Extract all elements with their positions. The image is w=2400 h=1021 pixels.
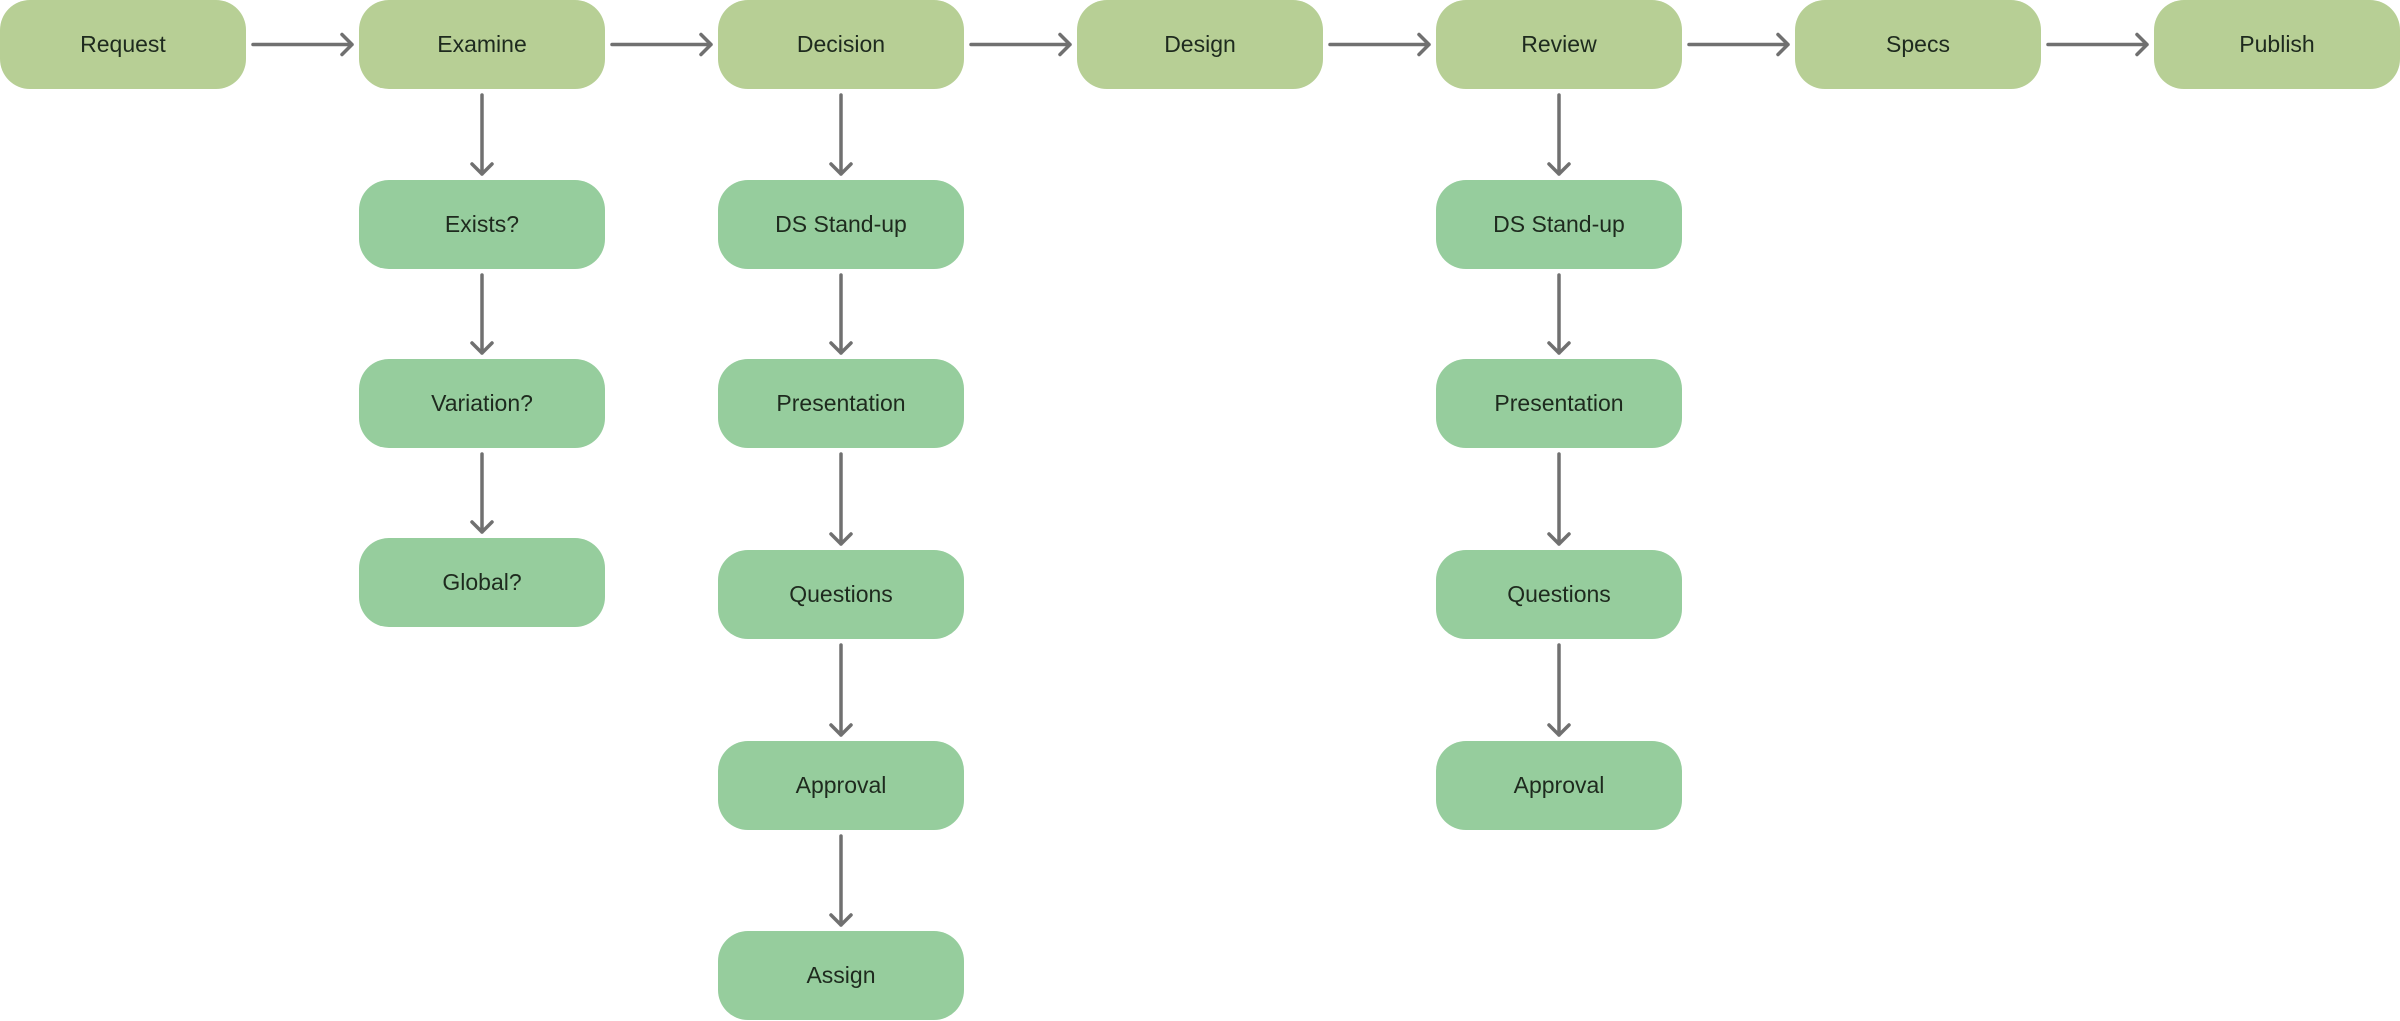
node-review-ds-standup[interactable]: DS Stand-up — [1436, 180, 1682, 269]
node-decision-approval[interactable]: Approval — [718, 741, 964, 830]
arrow-design-to-review — [1328, 32, 1431, 57]
node-review-questions[interactable]: Questions — [1436, 550, 1682, 639]
arrow-d_approval-to-d_assign — [829, 834, 853, 927]
arrow-examine-to-decision — [610, 32, 713, 57]
arrow-r_present-to-r_questions — [1547, 452, 1571, 546]
node-design[interactable]: Design — [1077, 0, 1323, 89]
node-specs[interactable]: Specs — [1795, 0, 2041, 89]
node-decision-presentation[interactable]: Presentation — [718, 359, 964, 448]
node-variation[interactable]: Variation? — [359, 359, 605, 448]
arrow-r_standup-to-r_present — [1547, 273, 1571, 355]
node-decision-questions[interactable]: Questions — [718, 550, 964, 639]
arrow-request-to-examine — [251, 32, 354, 57]
node-review[interactable]: Review — [1436, 0, 1682, 89]
arrow-d_present-to-d_questions — [829, 452, 853, 546]
node-review-approval[interactable]: Approval — [1436, 741, 1682, 830]
node-publish[interactable]: Publish — [2154, 0, 2400, 89]
arrow-exists-to-variation — [470, 273, 494, 355]
arrow-examine-to-exists — [470, 93, 494, 176]
node-decision-ds-standup[interactable]: DS Stand-up — [718, 180, 964, 269]
arrow-review-to-specs — [1687, 32, 1790, 57]
arrow-specs-to-publish — [2046, 32, 2149, 57]
node-review-presentation[interactable]: Presentation — [1436, 359, 1682, 448]
node-request[interactable]: Request — [0, 0, 246, 89]
arrow-d_standup-to-d_present — [829, 273, 853, 355]
node-examine[interactable]: Examine — [359, 0, 605, 89]
node-global[interactable]: Global? — [359, 538, 605, 627]
arrow-d_questions-to-d_approval — [829, 643, 853, 737]
arrow-r_questions-to-r_approval — [1547, 643, 1571, 737]
arrow-decision-to-d_standup — [829, 93, 853, 176]
node-decision[interactable]: Decision — [718, 0, 964, 89]
node-exists[interactable]: Exists? — [359, 180, 605, 269]
node-decision-assign[interactable]: Assign — [718, 931, 964, 1020]
arrow-review-to-r_standup — [1547, 93, 1571, 176]
arrow-variation-to-global — [470, 452, 494, 534]
arrow-decision-to-design — [969, 32, 1072, 57]
